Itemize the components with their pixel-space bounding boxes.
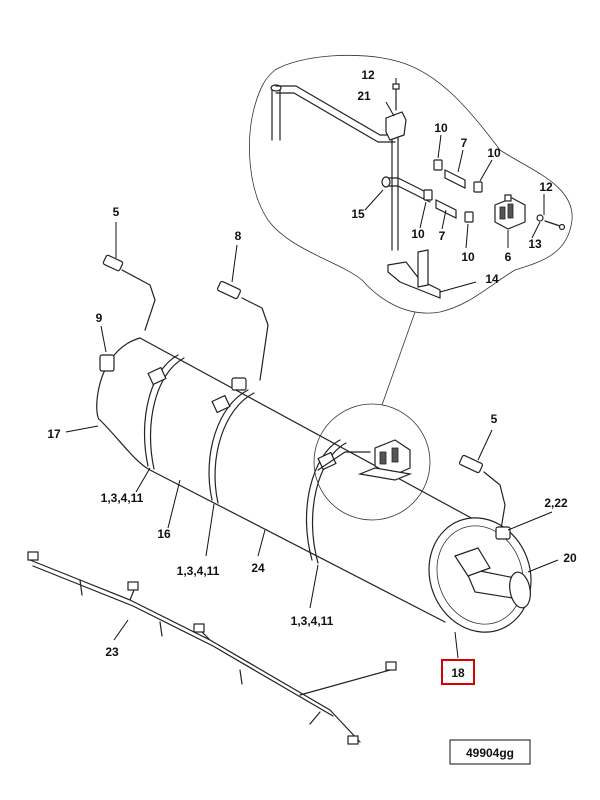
label-18: 18 <box>451 666 465 680</box>
sensor-tube-assembly <box>270 84 433 251</box>
label-10-b: 10 <box>487 146 501 160</box>
label-16: 16 <box>157 527 171 541</box>
part-6-sensor-module <box>494 194 526 230</box>
label-6: 6 <box>505 250 512 264</box>
band-clamps <box>143 354 347 564</box>
label-7-b: 7 <box>439 229 446 243</box>
label-15: 15 <box>351 207 365 221</box>
label-10-c: 10 <box>411 227 425 241</box>
label-2-22: 2,22 <box>544 496 568 510</box>
wiring-harness <box>27 551 397 745</box>
label-24: 24 <box>251 561 265 575</box>
sensor-5-right <box>458 454 511 540</box>
label-14: 14 <box>485 272 499 286</box>
label-23: 23 <box>105 645 119 659</box>
part-13-12-fasteners <box>536 214 566 231</box>
part-12-screw-top <box>392 83 400 111</box>
label-12-top: 12 <box>361 68 375 82</box>
label-10-a: 10 <box>434 121 448 135</box>
label-21: 21 <box>357 89 371 103</box>
detail-bubble <box>249 54 573 406</box>
sensor-8 <box>216 280 269 391</box>
detail-circle <box>313 403 431 521</box>
label-1-3-4-11-c: 1,3,4,11 <box>291 614 334 628</box>
label-12-right: 12 <box>539 180 553 194</box>
label-17: 17 <box>47 427 61 441</box>
label-10-d: 10 <box>461 250 475 264</box>
label-7-a: 7 <box>461 136 468 150</box>
highlight-box <box>441 659 475 685</box>
muffler-body <box>96 337 532 633</box>
part-21-clip <box>385 111 407 141</box>
leader-lines <box>65 78 559 659</box>
label-1-3-4-11-b: 1,3,4,11 <box>177 564 220 578</box>
label-8: 8 <box>235 229 242 243</box>
label-13: 13 <box>528 237 542 251</box>
drawing-id-box <box>449 739 531 765</box>
hose-clamp-parts <box>423 159 483 223</box>
label-5-left: 5 <box>113 205 120 219</box>
label-20: 20 <box>563 551 577 565</box>
label-9: 9 <box>96 311 103 325</box>
label-5-right: 5 <box>491 412 498 426</box>
part-14-bracket <box>387 249 441 299</box>
sensor-5-left <box>99 254 156 372</box>
highlighted-callout-18: 18 <box>441 659 475 685</box>
drawing-id: 49904gg <box>449 739 531 765</box>
label-1-3-4-11-a: 1,3,4,11 <box>101 491 144 505</box>
part-labels: 12 21 10 7 10 12 15 10 7 10 6 13 14 5 8 … <box>47 68 577 659</box>
drawing-id-text: 49904gg <box>466 746 514 760</box>
